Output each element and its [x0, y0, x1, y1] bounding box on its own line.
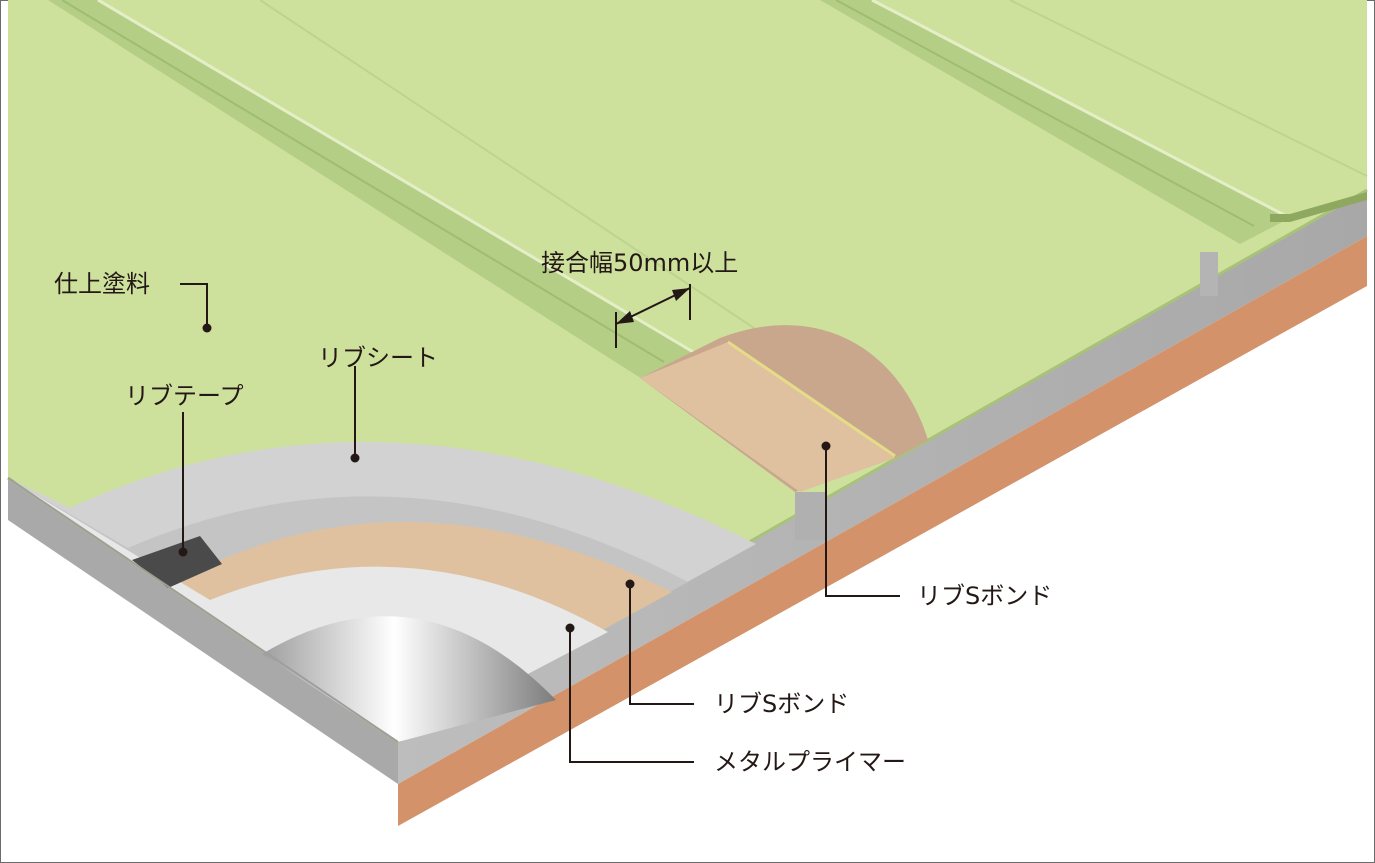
rib-2-highlight [871, 0, 1291, 220]
rib-tape [132, 536, 222, 588]
leader-dots [178, 323, 831, 633]
label-rib-sheet: リブシート [318, 344, 438, 372]
rib-1-groove [61, 0, 665, 363]
dot-finish-paint [202, 323, 212, 333]
front-left-side [8, 478, 398, 784]
front-right-side [398, 190, 1367, 784]
joint-edge-highlight [727, 340, 896, 458]
dot-rib-s-bond-center [625, 579, 635, 589]
seam-line-2 [1009, 0, 1368, 177]
dot-metal-primer [565, 623, 575, 633]
rib-2-groove [835, 0, 1255, 227]
label-rib-s-bond-right: リブSボンド [917, 582, 1052, 610]
rib-1-end-step [795, 492, 825, 540]
dot-rib-s-bond-right [821, 441, 831, 451]
dim-arrow-left [616, 311, 634, 324]
leader-rib-s-bond-right [825, 446, 900, 597]
label-rib-s-bond-center: リブSボンド [714, 690, 849, 718]
front-edge-overlay [7, 477, 399, 743]
label-finish-paint: 仕上塗料 [54, 270, 150, 298]
rib-1-highlight [97, 0, 701, 358]
dim-arrow-right [672, 288, 690, 301]
label-joint-width: 接合幅50mm以上 [541, 249, 738, 277]
metal-substrate [262, 616, 556, 742]
rib-1 [48, 0, 700, 384]
copper-substrate-side [398, 236, 1367, 826]
label-rib-tape: リブテープ [125, 382, 244, 410]
label-metal-primer: メタルプライマー [714, 748, 906, 776]
leader-metal-primer [569, 628, 694, 763]
joint-bond-area [640, 342, 895, 492]
leader-finish-paint [180, 283, 208, 328]
rib-2-end-cap [1270, 192, 1367, 222]
dot-rib-tape [178, 547, 188, 557]
dot-rib-sheet [350, 453, 360, 463]
seam-line-1 [259, 0, 761, 333]
leader-rib-s-bond-center [629, 584, 694, 705]
rib-2-end-step [1200, 252, 1218, 296]
